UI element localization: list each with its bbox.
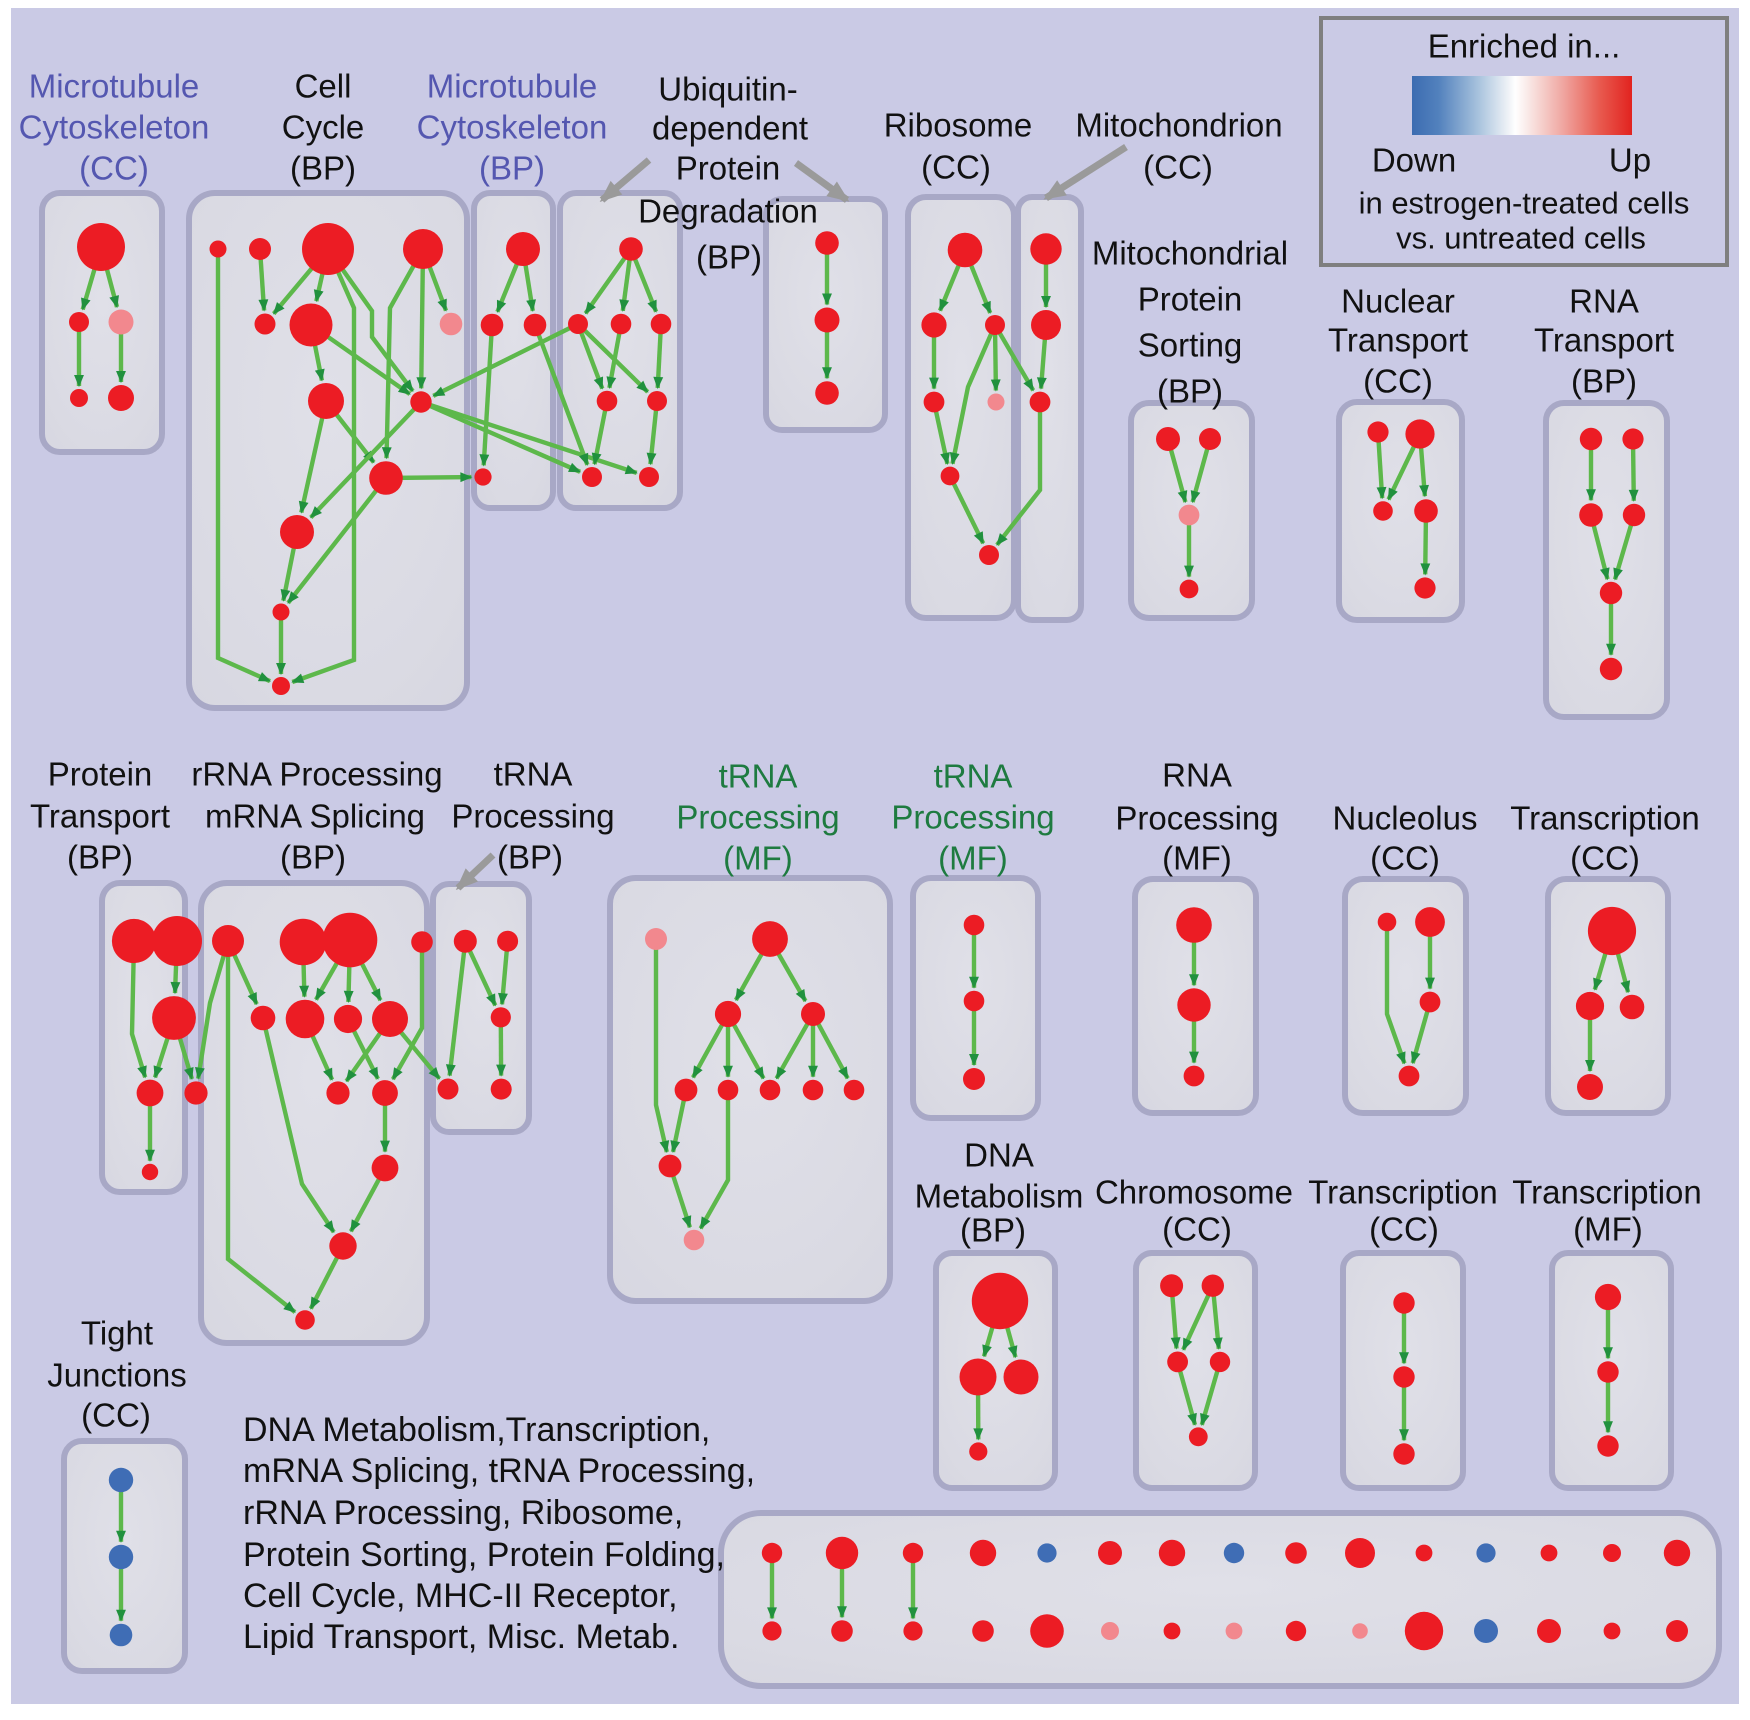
svg-text:mRNA Splicing: mRNA Splicing	[205, 798, 425, 835]
svg-text:DNA Metabolism,Transcription,: DNA Metabolism,Transcription,	[243, 1411, 710, 1449]
svg-text:DNA: DNA	[964, 1137, 1034, 1174]
svg-text:Transport: Transport	[1534, 322, 1674, 359]
svg-text:Cytoskeleton: Cytoskeleton	[417, 109, 608, 146]
svg-text:(CC): (CC)	[1162, 1211, 1232, 1248]
svg-text:(CC): (CC)	[1570, 840, 1640, 877]
svg-text:Lipid Transport, Misc. Metab.: Lipid Transport, Misc. Metab.	[243, 1618, 680, 1656]
svg-text:Microtubule: Microtubule	[29, 68, 200, 105]
svg-text:Junctions: Junctions	[47, 1357, 186, 1394]
svg-text:rRNA Processing: rRNA Processing	[191, 756, 442, 793]
svg-text:(BP): (BP)	[497, 839, 563, 876]
svg-text:Mitochondrial: Mitochondrial	[1092, 235, 1288, 272]
svg-text:Transcription: Transcription	[1512, 1174, 1702, 1211]
svg-text:Transport: Transport	[1328, 322, 1468, 359]
svg-text:(MF): (MF)	[723, 840, 793, 877]
svg-text:(BP): (BP)	[67, 839, 133, 876]
svg-text:Processing: Processing	[891, 799, 1054, 836]
svg-text:(MF): (MF)	[938, 840, 1008, 877]
svg-text:Degradation: Degradation	[638, 193, 818, 230]
svg-text:Processing: Processing	[1115, 800, 1278, 837]
svg-text:Protein: Protein	[48, 756, 153, 793]
svg-text:(MF): (MF)	[1573, 1211, 1643, 1248]
svg-text:(BP): (BP)	[1571, 363, 1637, 400]
svg-text:(BP): (BP)	[1157, 373, 1223, 410]
svg-text:in estrogen-treated cells: in estrogen-treated cells	[1359, 186, 1690, 221]
svg-text:Up: Up	[1609, 142, 1651, 179]
svg-text:Cycle: Cycle	[282, 109, 365, 146]
svg-text:Cell: Cell	[295, 68, 352, 105]
svg-text:(BP): (BP)	[696, 239, 762, 276]
svg-text:Enriched in...: Enriched in...	[1428, 28, 1621, 65]
svg-text:Chromosome: Chromosome	[1095, 1174, 1293, 1211]
svg-text:RNA: RNA	[1569, 283, 1639, 320]
svg-text:(CC): (CC)	[1143, 149, 1213, 186]
svg-text:(CC): (CC)	[1363, 363, 1433, 400]
svg-text:Protein Sorting, Protein Foldi: Protein Sorting, Protein Folding,	[243, 1536, 725, 1574]
svg-text:Transcription: Transcription	[1308, 1174, 1498, 1211]
svg-text:Mitochondrion: Mitochondrion	[1075, 107, 1282, 144]
svg-text:Sorting: Sorting	[1138, 327, 1243, 364]
svg-text:Tight: Tight	[81, 1315, 153, 1352]
svg-text:(BP): (BP)	[290, 150, 356, 187]
svg-text:Nuclear: Nuclear	[1341, 283, 1455, 320]
svg-text:mRNA Splicing, tRNA Processing: mRNA Splicing, tRNA Processing,	[243, 1452, 755, 1490]
svg-text:(BP): (BP)	[280, 839, 346, 876]
svg-text:Transport: Transport	[30, 798, 170, 835]
svg-text:Cell Cycle, MHC-II Receptor,: Cell Cycle, MHC-II Receptor,	[243, 1577, 678, 1615]
svg-text:(BP): (BP)	[479, 150, 545, 187]
svg-text:RNA: RNA	[1162, 757, 1232, 794]
svg-text:(CC): (CC)	[921, 149, 991, 186]
svg-text:Processing: Processing	[676, 799, 839, 836]
svg-text:Ubiquitin-: Ubiquitin-	[658, 71, 797, 108]
svg-text:Processing: Processing	[451, 798, 614, 835]
svg-text:Cytoskeleton: Cytoskeleton	[19, 109, 210, 146]
svg-text:tRNA: tRNA	[494, 756, 573, 793]
svg-text:rRNA Processing, Ribosome,: rRNA Processing, Ribosome,	[243, 1494, 683, 1532]
svg-text:(CC): (CC)	[1370, 840, 1440, 877]
svg-text:(MF): (MF)	[1162, 840, 1232, 877]
svg-text:Ribosome: Ribosome	[884, 107, 1033, 144]
svg-text:Down: Down	[1372, 142, 1456, 179]
svg-text:tRNA: tRNA	[719, 758, 798, 795]
svg-text:Transcription: Transcription	[1510, 800, 1700, 837]
svg-text:vs. untreated cells: vs. untreated cells	[1396, 221, 1646, 256]
svg-text:tRNA: tRNA	[934, 758, 1013, 795]
svg-text:Protein: Protein	[676, 150, 781, 187]
svg-text:Microtubule: Microtubule	[427, 68, 598, 105]
svg-text:Protein: Protein	[1138, 281, 1243, 318]
svg-text:dependent: dependent	[652, 110, 808, 147]
svg-text:(CC): (CC)	[79, 150, 149, 187]
svg-text:(CC): (CC)	[1369, 1211, 1439, 1248]
svg-text:(BP): (BP)	[960, 1212, 1026, 1249]
svg-text:Metabolism: Metabolism	[915, 1178, 1084, 1215]
svg-text:Nucleolus: Nucleolus	[1333, 800, 1478, 837]
svg-text:(CC): (CC)	[81, 1397, 151, 1434]
